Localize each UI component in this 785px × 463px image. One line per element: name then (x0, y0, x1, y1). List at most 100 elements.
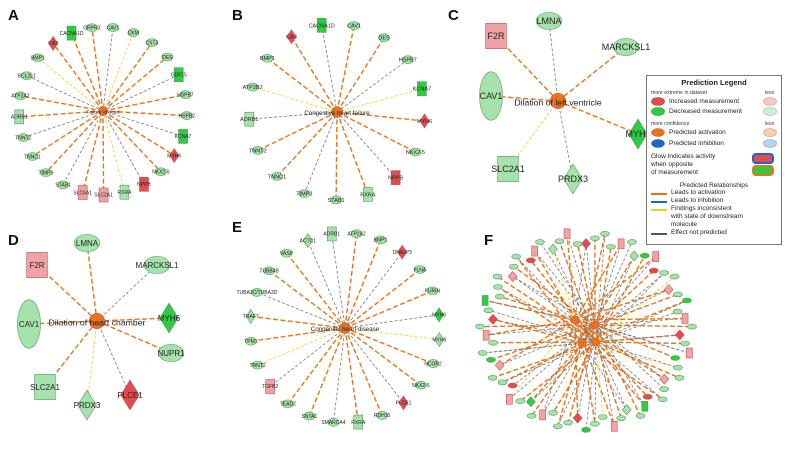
relationship-edge (585, 243, 596, 326)
gene-node (554, 238, 565, 245)
gene-node (20, 71, 33, 81)
activation-light-icon (763, 128, 777, 137)
relationship-edge (32, 110, 104, 158)
gene-label: GRPR3 (83, 25, 100, 31)
gene-node (409, 147, 422, 157)
gene-label: NKX2-5 (406, 150, 425, 156)
gene-label: CAV1 (107, 25, 120, 31)
gene-label: MYH6 (417, 119, 432, 125)
relationship-edge (512, 324, 596, 386)
panel-e-label: E (232, 219, 242, 236)
gene-node (597, 414, 608, 420)
relationship-edge (488, 309, 597, 343)
relationship-edge (574, 319, 615, 427)
inhibition-light-icon (763, 139, 777, 148)
relationship-edge (344, 327, 404, 404)
relationship-edge (344, 268, 421, 329)
gene-node (179, 90, 192, 99)
gene-node (526, 257, 536, 264)
relationship-edge (594, 318, 686, 326)
gene-label: ACTC1 (300, 238, 317, 244)
gene-label: NCOR2 (424, 361, 442, 367)
gene-label: MARCKSL1 (135, 261, 179, 270)
gene-label: NKX2-5 (412, 383, 430, 389)
relationship-edge (492, 341, 597, 379)
relationship-edge (344, 251, 403, 329)
gene-node (487, 375, 498, 381)
gene-label: CACNA1D (60, 31, 84, 37)
gene-node (548, 410, 558, 416)
legend-rel-not-predicted: Effect not predicted (671, 229, 727, 236)
relationship-edge (331, 233, 346, 329)
gene-label: MYH6 (432, 337, 446, 343)
gene-node (548, 243, 558, 255)
relationship-edge (102, 110, 125, 193)
gene-node (649, 267, 659, 274)
gene-label: CST3 (146, 40, 159, 46)
inconsistent-line-icon (651, 209, 667, 211)
legend-glow-2: when opposite (651, 161, 693, 168)
legend-rel-inconsistent-1: Findings inconsistent (671, 205, 732, 212)
gene-node (32, 53, 44, 63)
relationship-edge (285, 252, 346, 329)
gene-node (426, 286, 439, 296)
relationship-edge (557, 46, 627, 102)
decreased-light-icon (763, 107, 777, 116)
legend-glow-1: Glow Indicates activity (651, 153, 716, 160)
relationship-edge (45, 110, 104, 174)
gene-node (477, 350, 488, 356)
gene-node (663, 284, 674, 296)
predicted-activation-icon (651, 128, 665, 137)
gene-label: TUBA3C/TUBA3D (236, 290, 277, 296)
legend-rel-inconsistent-3: molecule (671, 221, 698, 228)
relationship-edge (497, 286, 583, 344)
gene-node (642, 394, 653, 400)
relationship-edge (515, 256, 597, 343)
relationship-edge (482, 341, 597, 354)
legend-pred-activation: Predicted activation (669, 129, 726, 136)
relationship-edge (594, 256, 657, 326)
gene-node (659, 373, 670, 385)
relationship-edge (336, 111, 369, 195)
gene-label: RXRA (118, 190, 133, 196)
gene-node (303, 232, 313, 249)
relationship-edge (257, 327, 346, 366)
relationship-edge (23, 110, 104, 138)
gene-node (479, 71, 503, 121)
gene-node (401, 55, 414, 64)
gene-node (178, 129, 188, 144)
gene-label: HSPB2 (179, 113, 196, 119)
relationship-edge (557, 341, 597, 427)
gene-label: ADRB1 (323, 232, 340, 238)
gene-label: CA3 (286, 35, 297, 41)
gene-node (673, 364, 683, 371)
gene-node (350, 229, 363, 239)
gene-node (74, 234, 100, 252)
gene-node (617, 238, 625, 250)
gene-node (493, 284, 503, 290)
relationship-edge (344, 327, 359, 423)
gene-node (127, 28, 140, 37)
gene-node (674, 375, 685, 381)
gene-node (492, 273, 503, 280)
gene-label: ATP2B2 (243, 85, 263, 91)
disease-function-node (331, 106, 343, 118)
gene-node (486, 356, 496, 363)
gene-label: HSPB7 (399, 58, 417, 64)
relationship-edge (557, 100, 574, 180)
gene-node (508, 263, 519, 270)
relationship-edge (333, 327, 346, 423)
gene-node (657, 396, 668, 403)
disease-function-label: Dilation of heart chamber (49, 317, 146, 327)
gene-label: FURIN (425, 289, 441, 295)
relationship-edge (594, 324, 642, 417)
relationship-edge (308, 327, 346, 417)
legend-decreased: Decreased measurement (669, 108, 742, 115)
relationship-edge (594, 324, 692, 328)
relationship-edge (344, 233, 358, 329)
gene-node (298, 189, 311, 199)
gene-label: GDF15 (171, 72, 187, 78)
relationship-edge (86, 242, 98, 322)
